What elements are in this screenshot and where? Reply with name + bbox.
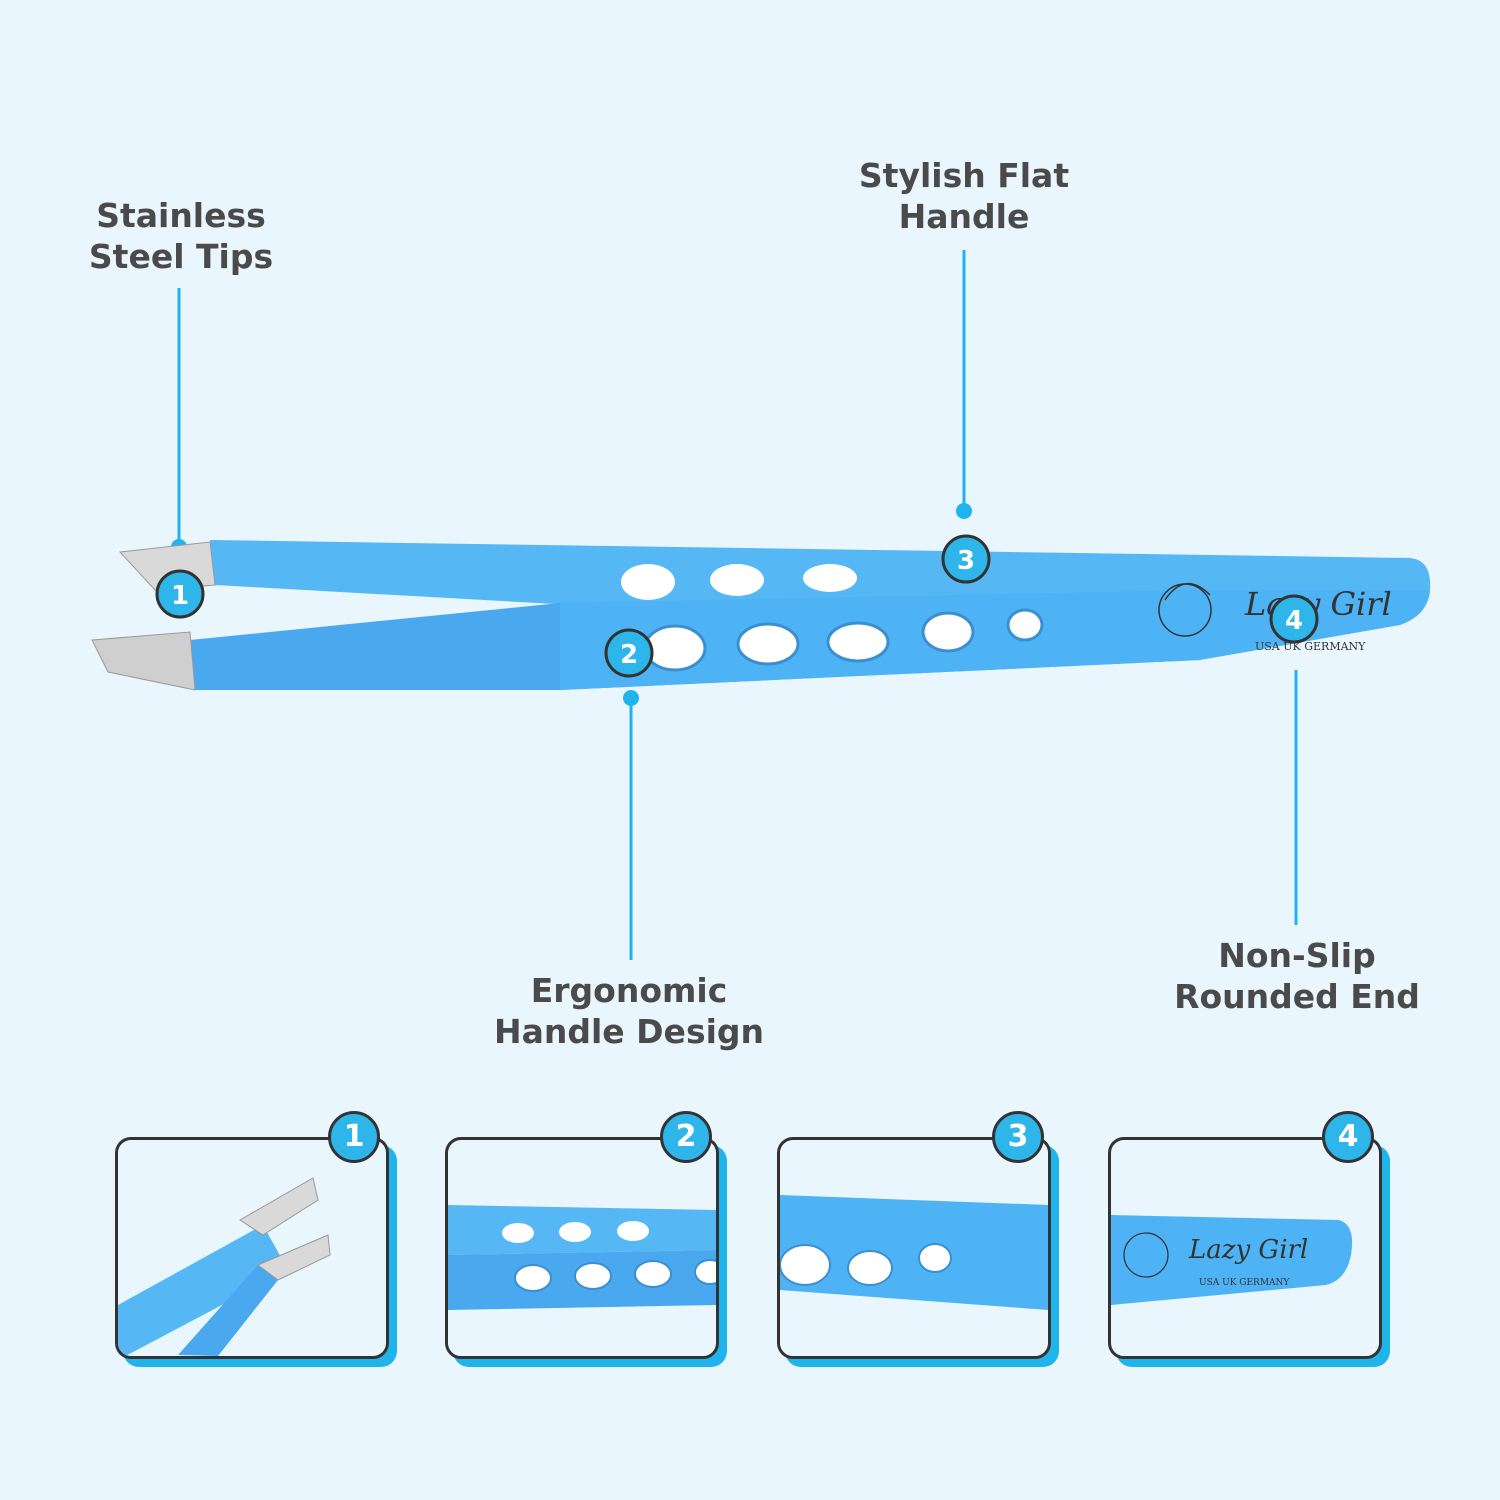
badge-2: 2	[604, 628, 654, 678]
panel-badge-1: 1	[328, 1111, 380, 1163]
panel-badge-2: 2	[660, 1111, 712, 1163]
panel-logo-text: Lazy Girl	[1188, 1235, 1308, 1265]
leader-lines	[177, 250, 1298, 960]
detail-panel-tips	[115, 1137, 389, 1359]
callout-dot-2	[623, 690, 639, 706]
svg-text:3: 3	[957, 546, 975, 576]
detail-panel-ergonomic-handle	[445, 1137, 719, 1359]
svg-text:4: 4	[1285, 606, 1303, 636]
panel-logo-countries: USA UK GERMANY	[1199, 1278, 1290, 1288]
badge-4: 4	[1269, 594, 1319, 644]
upper-holes	[621, 564, 857, 600]
callout-dot-3	[956, 503, 972, 519]
panel-badge-4: 4	[1322, 1111, 1374, 1163]
svg-text:1: 1	[171, 581, 189, 611]
svg-text:2: 2	[620, 640, 638, 670]
badge-3: 3	[941, 534, 991, 584]
panel-badge-3: 3	[992, 1111, 1044, 1163]
tweezer-lower-tip	[91, 631, 196, 691]
detail-panel-rounded-end: Lazy Girl USA UK GERMANY	[1108, 1137, 1382, 1359]
badge-1: 1	[155, 569, 205, 619]
logo-countries: USA UK GERMANY	[1255, 640, 1366, 653]
detail-panel-flat-handle	[777, 1137, 1051, 1359]
lower-holes	[643, 608, 1044, 672]
